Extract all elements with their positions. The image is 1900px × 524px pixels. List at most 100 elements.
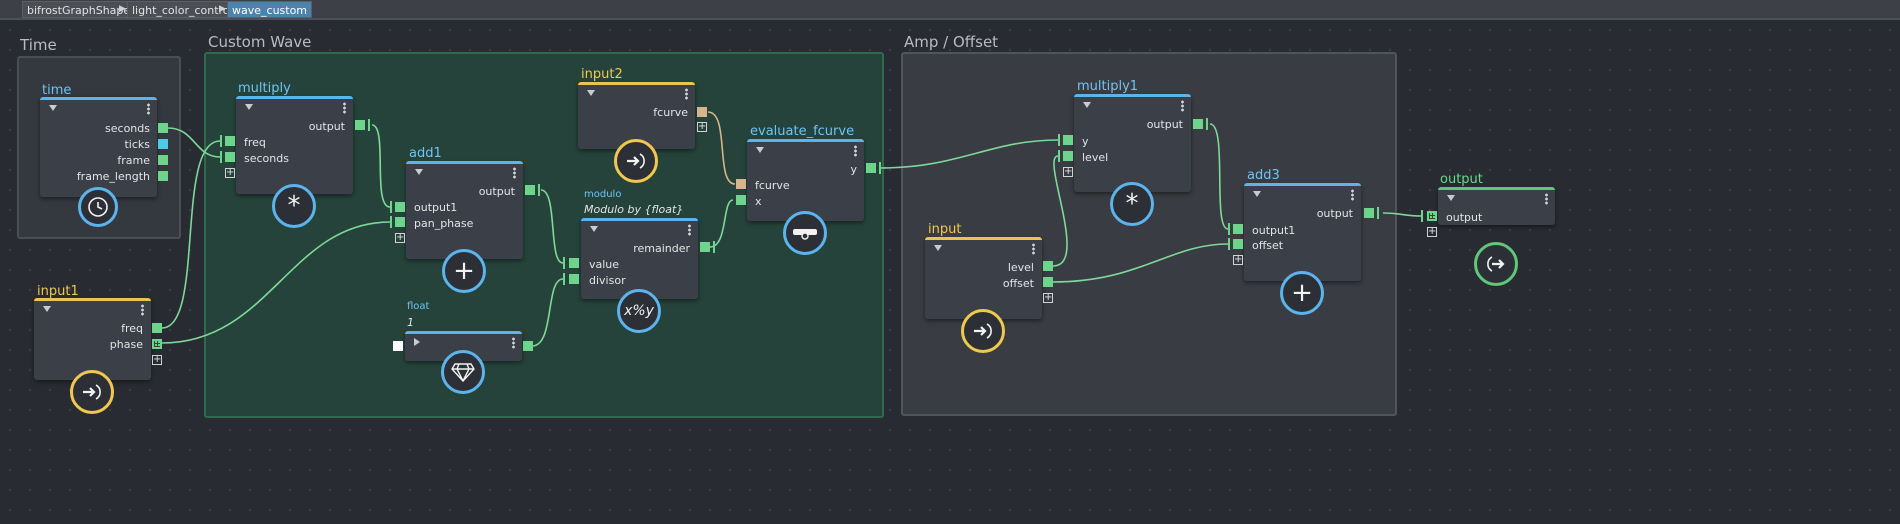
output-port-frame[interactable] — [158, 155, 168, 165]
collapse-toggle-icon[interactable] — [934, 245, 942, 251]
add-port-plus-icon[interactable]: + — [1233, 254, 1243, 265]
collapse-toggle-icon[interactable] — [590, 226, 598, 232]
node-multiply[interactable] — [236, 96, 353, 194]
output-port-output[interactable] — [523, 341, 533, 351]
add-port-plus-icon[interactable]: + — [1427, 226, 1437, 237]
node-evaluate-fcurve[interactable] — [747, 139, 864, 221]
port-connector — [1058, 134, 1060, 146]
input-port-level[interactable] — [1063, 151, 1073, 161]
expand-toggle-icon[interactable] — [414, 338, 420, 346]
collapse-toggle-icon[interactable] — [43, 306, 51, 312]
node-modulo[interactable] — [581, 218, 698, 299]
output-port-output[interactable] — [1193, 119, 1203, 129]
input-port-pan-phase[interactable] — [395, 217, 405, 227]
output-port-output[interactable] — [355, 120, 365, 130]
input-port-x[interactable] — [736, 195, 746, 205]
output-port-freq[interactable] — [152, 323, 162, 333]
input-port-value[interactable] — [393, 341, 403, 351]
breadcrumb-item-light-color-control[interactable]: light_color_control — [127, 1, 238, 18]
collapse-toggle-icon[interactable] — [1083, 102, 1091, 108]
node-menu-icon[interactable] — [513, 167, 516, 179]
collapse-toggle-icon[interactable] — [49, 105, 57, 111]
add-port-plus-icon[interactable]: + — [1063, 166, 1073, 177]
node-multiply1[interactable] — [1074, 94, 1191, 192]
node-menu-icon[interactable] — [147, 103, 150, 115]
node-title-evaluate-fcurve: evaluate_fcurve — [750, 124, 855, 139]
output-port-fcurve[interactable] — [697, 107, 707, 117]
node-title-add1: add1 — [409, 146, 442, 161]
node-menu-icon[interactable] — [1032, 243, 1035, 255]
add-port-plus-icon[interactable]: + — [697, 121, 707, 132]
output-port-output[interactable] — [1364, 208, 1374, 218]
output-port-y[interactable] — [866, 163, 876, 173]
node-output[interactable] — [1438, 187, 1555, 225]
backdrop-title-time: Time — [20, 36, 57, 54]
output-port-seconds[interactable] — [158, 123, 168, 133]
input-port-output1[interactable] — [1233, 224, 1243, 234]
node-title-float-value: 1 — [407, 316, 414, 329]
node-add1[interactable] — [406, 161, 523, 259]
add-port-plus-icon[interactable]: + — [1043, 292, 1053, 303]
port-label-output: output — [1146, 118, 1183, 131]
input-port-freq[interactable] — [225, 136, 235, 146]
collapse-toggle-icon[interactable] — [415, 169, 423, 175]
output-port-output[interactable] — [525, 185, 535, 195]
node-menu-icon[interactable] — [1181, 100, 1184, 112]
port-label-frame-length: frame_length — [76, 170, 150, 183]
node-float[interactable] — [405, 331, 522, 361]
port-label-level: level — [1082, 151, 1109, 164]
node-input1[interactable] — [34, 298, 151, 380]
port-connector — [1058, 150, 1060, 162]
input-port-fcurve[interactable] — [736, 179, 746, 189]
node-menu-icon[interactable] — [141, 304, 144, 316]
breadcrumb-item-wave-custom[interactable]: wave_custom — [227, 1, 313, 18]
node-menu-icon[interactable] — [854, 145, 857, 157]
breadcrumb-item-graph-shape[interactable]: bifrostGraphShape1 — [22, 1, 143, 18]
input-port-y[interactable] — [1063, 135, 1073, 145]
input-port-output[interactable] — [1427, 211, 1437, 221]
node-menu-icon[interactable] — [512, 337, 515, 349]
node-menu-icon[interactable] — [1545, 193, 1548, 205]
port-connector — [1228, 223, 1230, 235]
node-menu-icon[interactable] — [1351, 189, 1354, 201]
input-port-divisor[interactable] — [569, 274, 579, 284]
node-input2[interactable] — [578, 82, 695, 149]
input-port-output1[interactable] — [395, 202, 405, 212]
collapse-toggle-icon[interactable] — [245, 104, 253, 110]
output-port-frame-length[interactable] — [158, 171, 168, 181]
add-port-plus-icon[interactable]: + — [395, 232, 405, 243]
port-label-offset: offset — [1002, 277, 1034, 290]
output-arrow-icon — [1474, 242, 1518, 286]
output-port-phase[interactable] — [152, 339, 162, 349]
node-input[interactable] — [925, 237, 1042, 319]
input-port-value[interactable] — [569, 258, 579, 268]
collapse-toggle-icon[interactable] — [1253, 191, 1261, 197]
collapse-toggle-icon[interactable] — [756, 147, 764, 153]
input-port-seconds[interactable] — [225, 152, 235, 162]
node-menu-icon[interactable] — [685, 88, 688, 100]
output-port-level[interactable] — [1043, 261, 1053, 271]
add-port-plus-icon[interactable]: + — [225, 167, 235, 178]
output-port-ticks[interactable] — [158, 139, 168, 149]
output-port-offset[interactable] — [1043, 277, 1053, 287]
collapse-toggle-icon[interactable] — [1447, 195, 1455, 201]
multiply-icon: * — [272, 184, 316, 228]
node-menu-icon[interactable] — [688, 224, 691, 236]
port-connector — [879, 162, 881, 174]
node-title-input: input — [928, 222, 962, 237]
collapse-toggle-icon[interactable] — [587, 90, 595, 96]
add-symbol: + — [453, 256, 475, 286]
node-add3[interactable] — [1244, 183, 1361, 281]
port-connector — [1206, 118, 1208, 130]
node-title-multiply: multiply — [238, 81, 291, 96]
node-menu-icon[interactable] — [343, 102, 346, 114]
port-label-divisor: divisor — [589, 274, 626, 287]
port-label-output: output — [1316, 207, 1353, 220]
port-label-frame: frame — [117, 154, 150, 167]
input-port-offset[interactable] — [1233, 239, 1243, 249]
multiply-symbol: * — [287, 191, 301, 221]
node-title-time: time — [42, 83, 72, 98]
output-port-remainder[interactable] — [700, 242, 710, 252]
node-time[interactable] — [40, 97, 157, 197]
add-port-plus-icon[interactable]: + — [152, 354, 162, 365]
